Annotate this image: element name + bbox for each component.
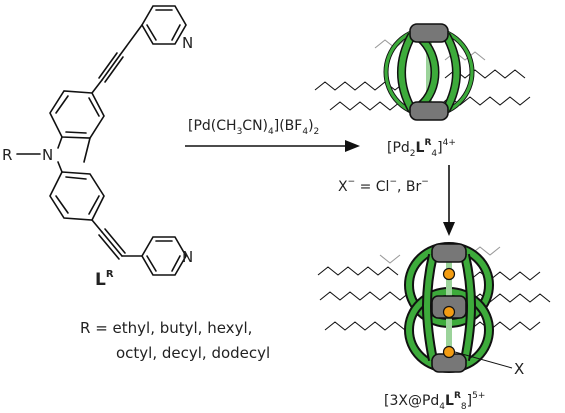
small-cage-label: [Pd2LR4]4+ — [387, 138, 456, 159]
reagent-label: [Pd(CH3CN)4](BF4)2 — [188, 118, 319, 137]
anion-2 — [442, 305, 456, 319]
carbazole-five-ring — [57, 136, 91, 173]
small-cage — [314, 23, 531, 121]
cage-large-chain-4 — [469, 271, 541, 281]
anion-1 — [442, 267, 456, 281]
cage-large-chain-1 — [317, 266, 399, 276]
cage-small-chain-2 — [329, 101, 401, 111]
small-cage-pd-top — [409, 23, 449, 43]
bottom-pyridine-ring — [141, 236, 187, 276]
r-groups-line-2: octyl, decyl, dodecyl — [116, 344, 270, 362]
large-cage — [317, 242, 551, 373]
bottom-alkyne — [91, 219, 143, 260]
anion-callout-line — [454, 351, 513, 369]
cage-large-chain-7 — [379, 254, 401, 264]
cage-large-chain-3 — [324, 321, 406, 331]
anion-arrow — [443, 165, 455, 236]
reaction-arrow — [185, 140, 360, 152]
top-pyridine-n: N — [182, 34, 193, 52]
ligand-structure: N N R — [2, 5, 193, 290]
carbazole-upper-ring — [49, 90, 105, 139]
large-cage-label: [3X@Pd4LR8]5+ — [384, 391, 485, 412]
top-pyridine-ring — [141, 5, 187, 45]
anion-label: X− = Cl−, Br− — [338, 177, 429, 195]
cage-large-chain-2 — [319, 291, 411, 301]
carbazole-lower-ring — [49, 171, 105, 221]
substituent-r: R — [2, 146, 12, 164]
anion-callout-x: X — [514, 360, 524, 378]
ligand-label: LR — [95, 269, 114, 290]
top-alkyne — [91, 24, 143, 94]
large-cage-pd-1 — [431, 243, 467, 263]
cage-small-chain-5 — [374, 39, 406, 49]
cage-large-chain-6 — [469, 321, 541, 331]
small-cage-pd-bottom — [409, 101, 449, 121]
r-groups-line-1: R = ethyl, butyl, hexyl, — [80, 319, 252, 337]
anion-3 — [442, 345, 456, 359]
carbazole-n: N — [42, 146, 53, 164]
bottom-pyridine-n: N — [182, 248, 193, 266]
